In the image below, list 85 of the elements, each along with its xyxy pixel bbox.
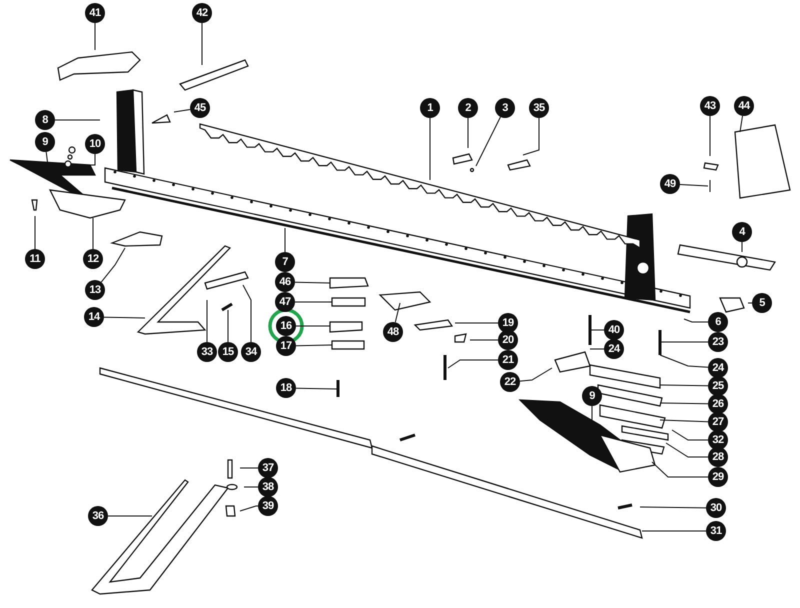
callout-number: 31 [706,521,726,541]
callout-number: 29 [708,467,728,487]
leader-line [680,184,708,186]
leader-line [294,282,330,284]
leader-line [240,506,258,512]
leader-line [174,109,191,112]
leader-line [520,368,552,382]
callout-number: 19 [498,313,518,333]
callout-number: 44 [734,96,754,116]
callout-number: 35 [529,98,549,118]
leader-line [660,420,708,422]
callout-number: 1 [420,98,440,118]
callout-number: 16 [276,316,296,336]
callout-number: 5 [752,293,772,313]
leader-line [242,284,252,342]
callout-number: 43 [700,96,720,116]
leader-line [92,218,94,250]
leader-line [672,430,708,440]
leader-line [104,316,146,318]
leader-line [522,118,540,156]
leader-line [448,360,498,368]
callout-number: 6 [708,312,728,332]
leader-line [476,116,501,166]
callout-number: 3 [495,98,515,118]
callout-number: 12 [83,249,103,269]
callout-number: 46 [275,272,295,292]
callout-number: 21 [498,350,518,370]
callout-number: 23 [708,332,728,352]
callout-number: 7 [275,252,295,272]
callout-number: 9 [35,132,55,152]
leader-line [394,302,400,323]
callout-number: 49 [660,174,680,194]
callout-number: 10 [85,134,105,154]
leader-line [100,248,126,283]
callout-number: 9 [582,386,602,406]
leader-line [740,115,743,132]
callout-number: 32 [708,430,728,450]
callout-number: 36 [88,506,108,526]
leader-line [660,354,708,368]
leader-line [244,486,258,488]
callout-number: 28 [708,447,728,467]
callout-number: 25 [708,376,728,396]
callout-number: 17 [276,336,296,356]
callout-number: 2 [458,98,478,118]
callout-number: 18 [276,378,296,398]
callout-number: 42 [192,3,212,23]
callout-number: 13 [85,280,105,300]
leader-line [748,302,752,304]
callout-number: 33 [197,342,217,362]
callout-number: 34 [241,342,261,362]
callout-number: 8 [35,110,55,130]
leader-line [590,348,604,350]
callout-number: 26 [708,394,728,414]
leader-line [640,506,706,508]
callout-number: 39 [258,496,278,516]
leader-line [660,402,708,404]
leader-line [206,300,208,342]
leader-line [666,442,708,458]
callout-number: 11 [25,249,45,269]
leader-line [296,388,338,390]
callout-number: 4 [732,222,752,242]
callout-number: 20 [498,330,518,350]
leader-line [284,228,286,252]
callout-number: 37 [258,458,278,478]
callout-number: 45 [190,98,210,118]
callout-number: 15 [218,342,238,362]
leader-line [454,322,498,324]
callout-number: 48 [383,322,403,342]
leader-line [94,22,96,50]
leader-line [296,344,332,346]
leader-line [652,462,708,478]
leader-line [642,530,706,532]
callout-number: 22 [500,372,520,392]
leader-line [684,318,708,322]
callout-number: 24 [604,339,624,359]
callout-number: 24 [708,358,728,378]
callout-number: 38 [258,477,278,497]
callout-number: 47 [275,292,295,312]
callout-number: 41 [85,3,105,23]
callout-number: 27 [708,412,728,432]
leader-line [660,384,708,386]
callout-number: 14 [84,307,104,327]
callout-number: 30 [706,498,726,518]
callout-number: 40 [604,320,624,340]
leader-line [34,216,36,250]
